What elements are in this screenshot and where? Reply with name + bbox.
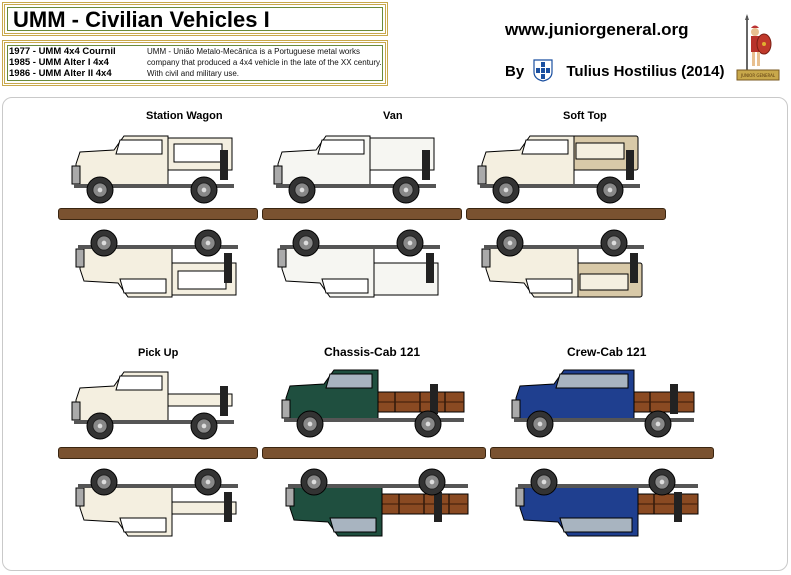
vehicle-side-view: [280, 362, 470, 447]
vehicle-side-view: [70, 364, 260, 449]
info-box: 1977 - UMM 4x4 Cournil 1985 - UMM Alter …: [2, 40, 388, 86]
base-stand: [58, 447, 258, 459]
vehicle-mirrored-view: [480, 220, 670, 305]
description-text: UMM - União Metalo-Mecânica is a Portugu…: [147, 47, 382, 78]
version-item: 1985 - UMM Alter I 4x4: [9, 57, 109, 68]
roman-soldier-logo: JUNIOR GENERAL: [736, 14, 780, 81]
vehicle-side-view: [476, 128, 666, 213]
vehicle-sheet: [2, 97, 788, 571]
vehicle-mirrored-view: [284, 459, 474, 544]
vehicle-label: Crew-Cab 121: [567, 345, 647, 359]
vehicle-mirrored-view: [74, 459, 264, 544]
title-box: UMM - Civilian Vehicles I: [2, 2, 388, 36]
vehicle-label: Pick Up: [138, 347, 179, 359]
vehicle-mirrored-view: [74, 220, 264, 305]
website-link[interactable]: www.juniorgeneral.org: [505, 20, 689, 39]
version-item: 1986 - UMM Alter II 4x4: [9, 68, 112, 79]
by-label: By: [505, 63, 525, 80]
version-list: 1977 - UMM 4x4 Cournil 1985 - UMM Alter …: [9, 46, 116, 79]
svg-text:JUNIOR GENERAL: JUNIOR GENERAL: [740, 73, 776, 78]
vehicle-label: Station Wagon: [146, 110, 223, 122]
base-stand: [262, 208, 462, 220]
base-stand: [262, 447, 486, 459]
portuguese-cross-icon: [533, 59, 553, 82]
vehicle-side-view: [510, 362, 700, 447]
vehicle-mirrored-view: [514, 459, 704, 544]
version-item: 1977 - UMM 4x4 Cournil: [9, 46, 116, 57]
author-line: By Tulius Hostilius (2014): [505, 63, 724, 80]
vehicle-mirrored-view: [276, 220, 466, 305]
base-stand: [58, 208, 258, 220]
page-title: UMM - Civilian Vehicles I: [13, 7, 270, 32]
vehicle-side-view: [70, 128, 260, 213]
vehicle-side-view: [272, 128, 462, 213]
vehicle-label: Soft Top: [563, 110, 607, 122]
author-name: Tulius Hostilius (2014): [566, 63, 725, 80]
vehicle-label: Chassis-Cab 121: [324, 345, 421, 359]
base-stand: [466, 208, 666, 220]
vehicle-label: Van: [383, 110, 403, 122]
base-stand: [490, 447, 714, 459]
